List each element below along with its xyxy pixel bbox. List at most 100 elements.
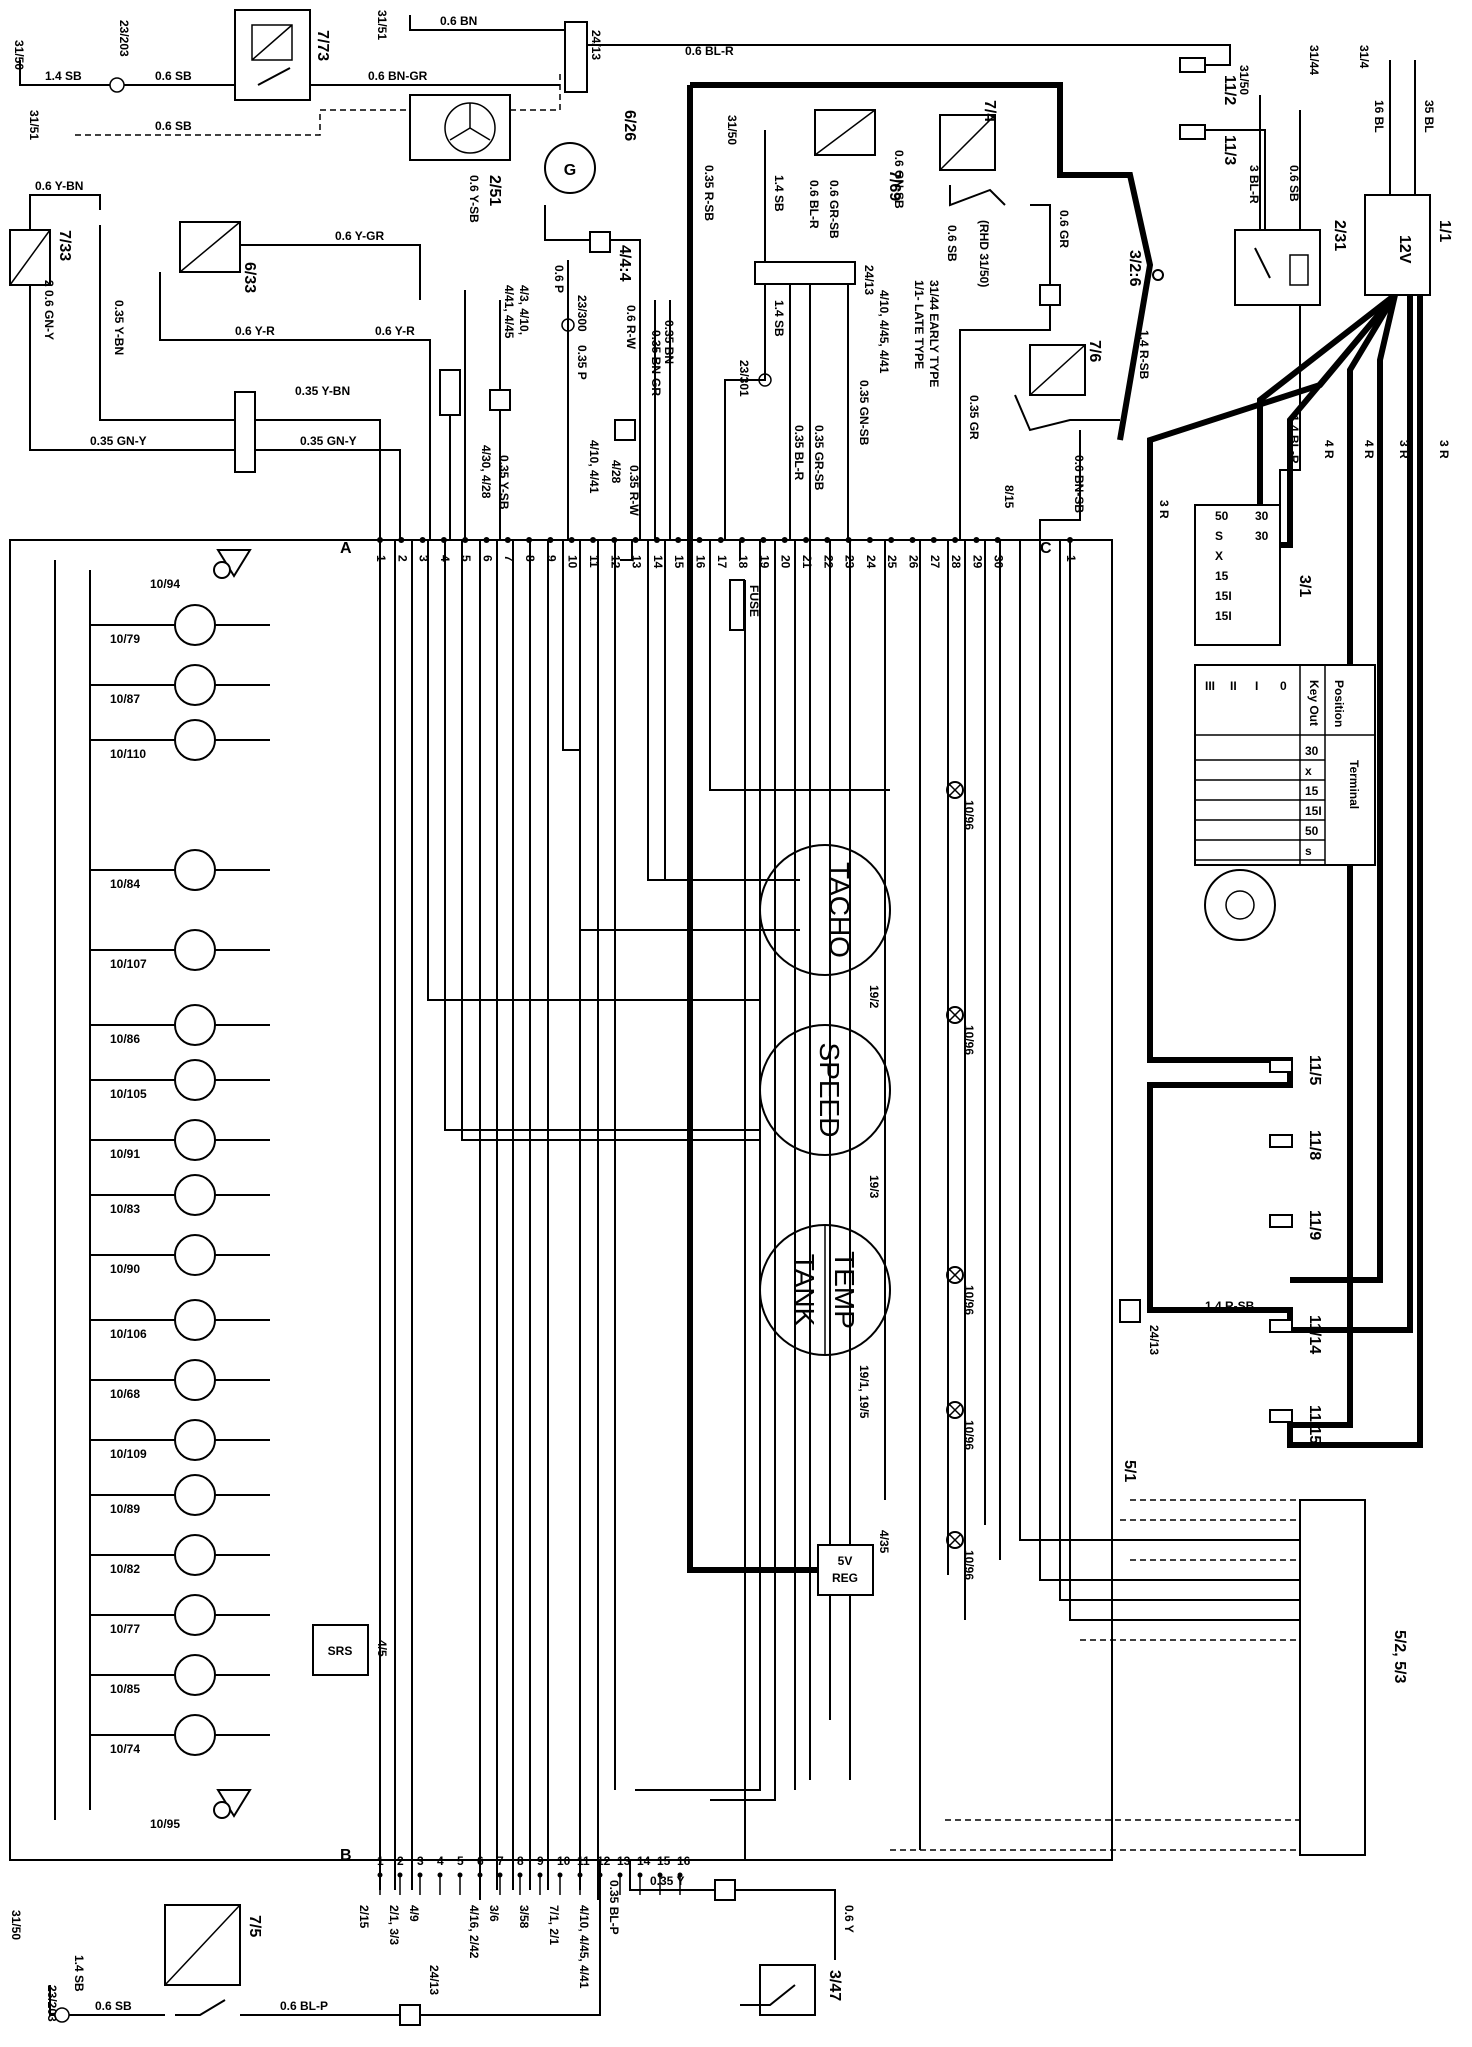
bottom-ref: 2/1, 3/3 bbox=[387, 1905, 401, 1945]
label-7-4: 7/4 bbox=[981, 100, 998, 122]
fuse-11-5: 11/5 bbox=[1269, 1055, 1323, 1085]
indicator-label: 10/91 bbox=[110, 1147, 140, 1161]
pin-bottom: 9 bbox=[537, 1854, 544, 1868]
label-4-r-a: 4 R bbox=[1322, 440, 1336, 459]
bulb-10-96: 10/96 bbox=[946, 1401, 976, 1450]
indicator-label: 10/106 bbox=[110, 1327, 147, 1341]
relay-coil bbox=[1289, 254, 1309, 286]
fuse-label: 11/8 bbox=[1306, 1130, 1323, 1160]
pin-top: 20 bbox=[779, 555, 793, 569]
pin-top: 18 bbox=[736, 555, 750, 569]
fuse-box bbox=[729, 579, 745, 631]
indicator-10-90: 10/90 bbox=[90, 1234, 270, 1276]
fuse-label: 11/15 bbox=[1306, 1405, 1323, 1444]
label-0-35-r-w: 0.35 R-W bbox=[627, 465, 641, 516]
switch-terminal: 30 bbox=[1255, 529, 1269, 543]
table-row-terminal: 15I bbox=[1305, 804, 1322, 818]
label-0-6-gn-y: 2 0.6 GN-Y bbox=[42, 280, 56, 340]
pin-top: 21 bbox=[800, 555, 814, 569]
label-0-6-bl-r-769: 0.6 BL-R bbox=[807, 180, 821, 229]
label-0-6-y-sb: 0.6 Y-SB bbox=[467, 175, 481, 223]
pin-top: 26 bbox=[907, 555, 921, 569]
indicator-10-91: 10/91 bbox=[90, 1119, 270, 1161]
connector-29 bbox=[614, 419, 636, 441]
battery-12v: 12V bbox=[1396, 235, 1413, 264]
pin-top: 27 bbox=[928, 555, 942, 569]
switch-terminal: 15I bbox=[1215, 609, 1232, 623]
table-row-terminal: x bbox=[1305, 764, 1312, 778]
splice-3-2-6 bbox=[1152, 269, 1164, 281]
table-position: Position bbox=[1332, 680, 1346, 727]
indicator-label: 10/86 bbox=[110, 1032, 140, 1046]
indicator-10-106: 10/106 bbox=[90, 1299, 270, 1341]
indicator-label: 10/95 bbox=[150, 1817, 180, 1831]
label-31-50-769: 31/50 bbox=[725, 115, 739, 145]
label-0-6-y: 0.6 Y bbox=[842, 1905, 856, 1933]
label-31-51: 31/51 bbox=[27, 110, 41, 140]
indicator-10-68: 10/68 bbox=[90, 1359, 270, 1401]
battery-1-1 bbox=[1364, 194, 1431, 296]
ground-23-301 bbox=[758, 373, 772, 387]
label-5-1: 5/1 bbox=[1121, 1460, 1138, 1482]
indicator-10-84: 10/84 bbox=[90, 849, 270, 891]
switch-terminal: X bbox=[1215, 549, 1223, 563]
label-0-6-sb-231: 0.6 SB bbox=[1287, 165, 1301, 202]
indicator-10-83: 10/83 bbox=[90, 1174, 270, 1216]
label-0-35-gr-sb: 0.35 GR-SB bbox=[812, 425, 826, 491]
wire-0-6-y-r bbox=[159, 272, 431, 370]
label-11-2: 11/2 bbox=[1221, 75, 1238, 105]
label-1-1: 1/1 bbox=[1436, 220, 1453, 242]
label-3-bl-r: 3 BL-R bbox=[1247, 165, 1261, 204]
pin-top: 30 bbox=[992, 555, 1006, 569]
fuse-label: FUSE bbox=[747, 585, 761, 617]
label-0-6-sb-top: 0.6 SB bbox=[155, 69, 192, 83]
regulator-5v: 5V bbox=[838, 1554, 853, 1568]
tacho-gauge: TACHO bbox=[759, 844, 891, 976]
connector-b-label: B bbox=[340, 1847, 352, 1864]
indicator-label: 10/68 bbox=[110, 1387, 140, 1401]
label-23-300: 23/300 bbox=[575, 295, 589, 332]
indicator-10-79: 10/79 bbox=[90, 604, 270, 646]
indicator-label: 10/109 bbox=[110, 1447, 147, 1461]
indicator-label: 10/74 bbox=[110, 1742, 140, 1756]
indicator-label: 10/89 bbox=[110, 1502, 140, 1516]
table-terminal: Terminal bbox=[1347, 760, 1361, 809]
ignition-position-table: Position Key Out Terminal bbox=[1194, 664, 1376, 866]
sensor-6-26: G bbox=[544, 142, 596, 194]
relay-2-31 bbox=[1234, 229, 1321, 306]
pin-top: 17 bbox=[715, 555, 729, 569]
instrument-panel-outline bbox=[9, 539, 1113, 1861]
label-refs3: 4/41, 4/45 bbox=[502, 285, 516, 339]
switch-terminal: 50 bbox=[1215, 509, 1229, 523]
pin-top: 10 bbox=[566, 555, 580, 569]
pin-bottom: 16 bbox=[677, 1854, 691, 1868]
label-3-47: 3/47 bbox=[826, 1970, 843, 2001]
label-0-6-gr-sb: 0.6 GR-SB bbox=[827, 180, 841, 239]
ignition-switch-3-1 bbox=[1194, 504, 1281, 646]
label-0-35-bl-r: 0.35 BL-R bbox=[792, 425, 806, 481]
switch-7-6 bbox=[1014, 344, 1120, 432]
bottom-ref: 7/1, 2/1 bbox=[547, 1905, 561, 1945]
label-0-35-gr: 0.35 GR bbox=[967, 395, 981, 440]
label-4-35: 4/35 bbox=[877, 1530, 891, 1554]
label-19-1: 19/1, 19/5 bbox=[857, 1365, 871, 1419]
label-16-bl: 16 BL bbox=[1372, 100, 1386, 133]
indicator-label: 10/90 bbox=[110, 1262, 140, 1276]
pin-top: 5 bbox=[459, 555, 473, 562]
label-3-r-b: 3 R bbox=[1437, 440, 1451, 459]
label-0-6-sb-dash: 0.6 SB bbox=[155, 119, 192, 133]
connector-c-label: C bbox=[1040, 540, 1052, 557]
svg-text:G: G bbox=[564, 162, 576, 179]
label-4-4-4: 4/4:4 bbox=[616, 245, 633, 282]
pin-bottom: 10 bbox=[557, 1854, 571, 1868]
label-8-15: 8/15 bbox=[1002, 485, 1016, 509]
switch-terminal: S bbox=[1215, 529, 1223, 543]
label-0-35-y: 0.35 Y bbox=[650, 1874, 684, 1888]
connector-24-13-mid bbox=[754, 261, 856, 285]
indicator-10-86: 10/86 bbox=[90, 1004, 270, 1046]
wire-31-50-top bbox=[19, 60, 110, 86]
